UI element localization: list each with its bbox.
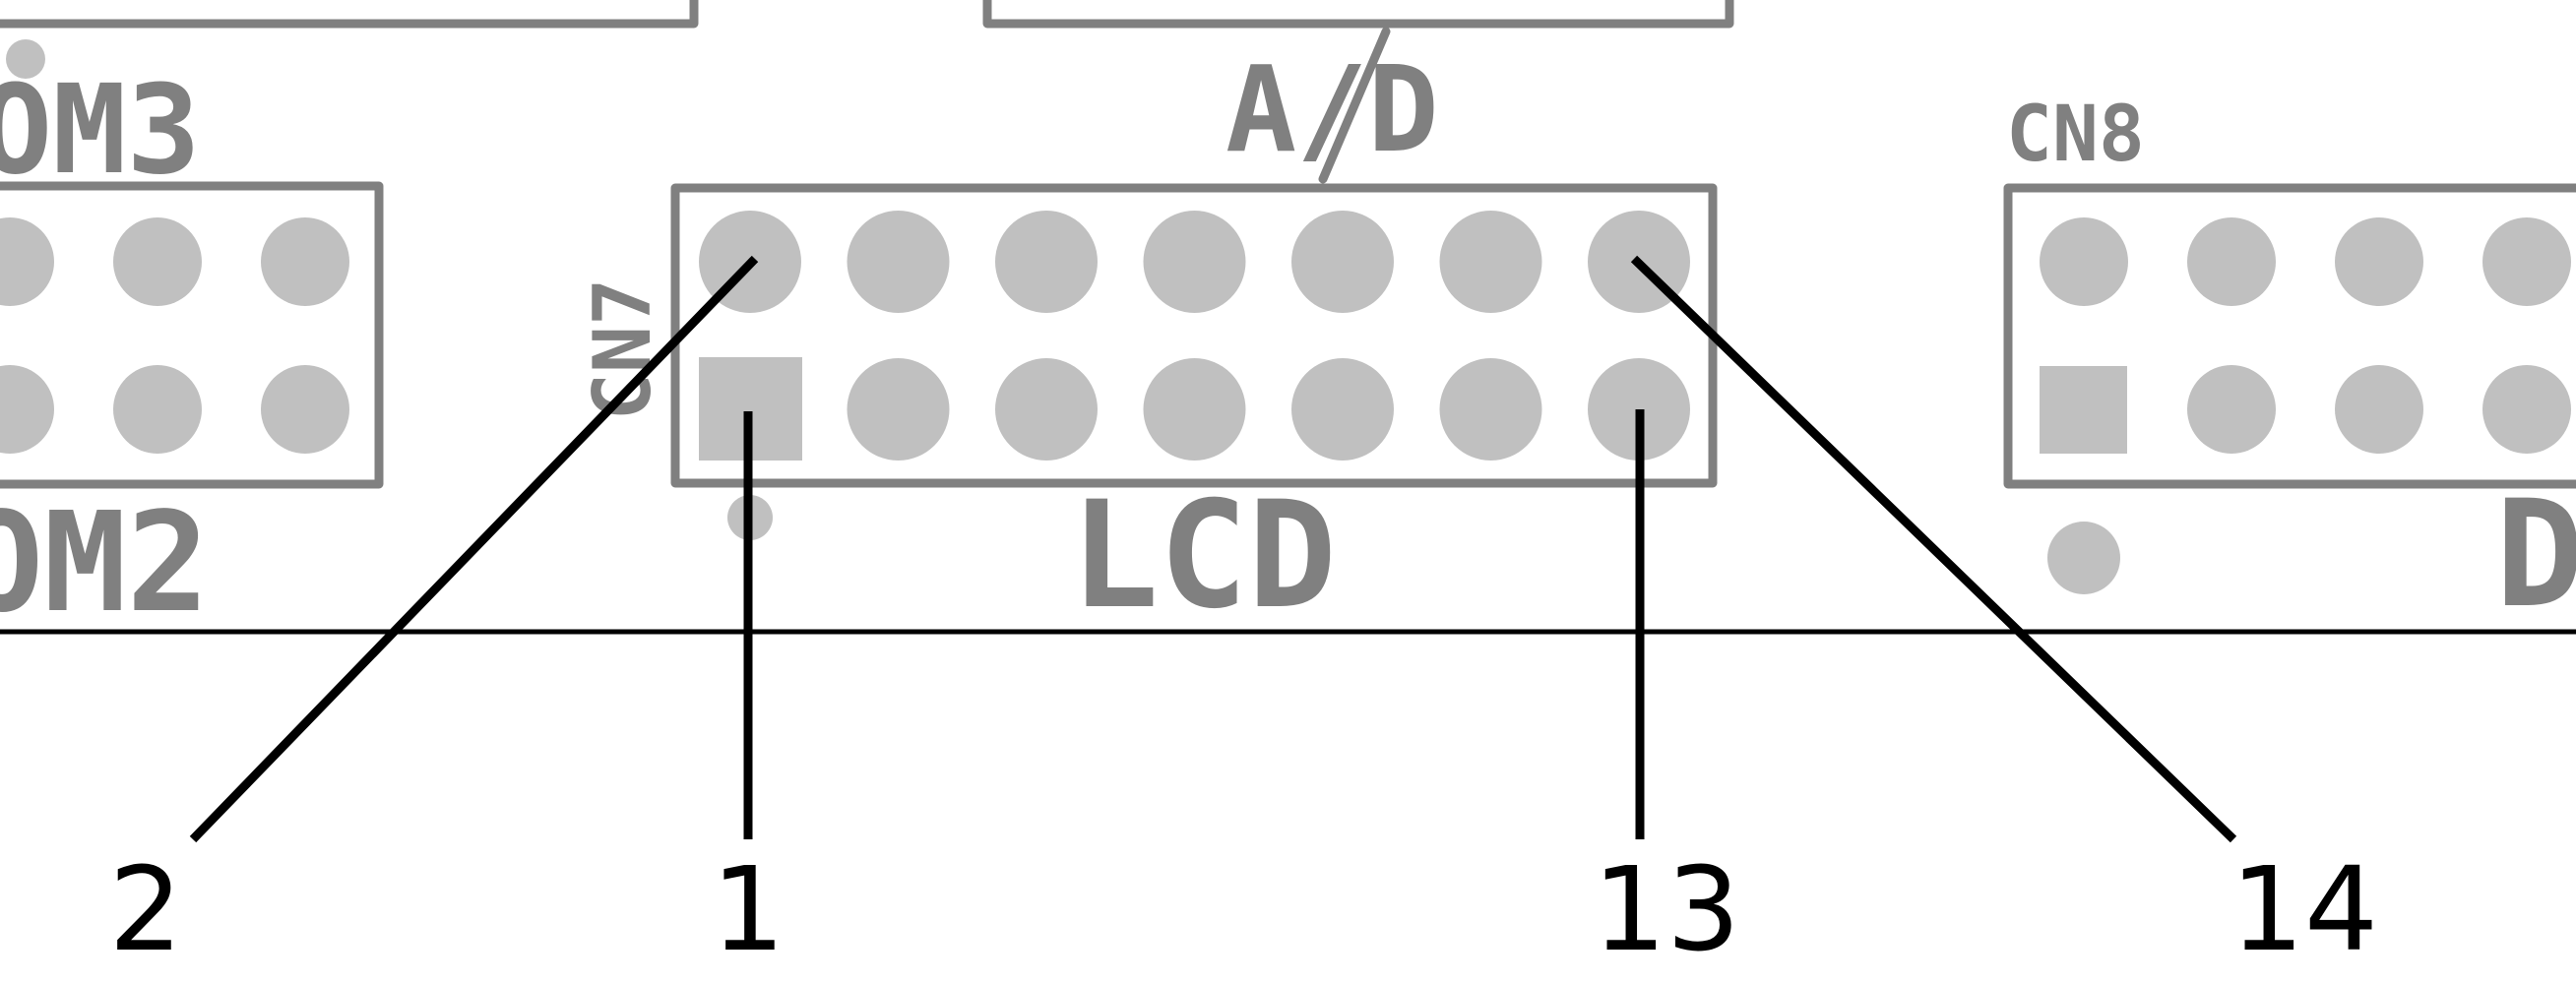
cn8-pad [2335,217,2423,306]
cn8-pin1-marker [2047,522,2120,594]
callout-pin13: 13 [1593,841,1740,977]
callout-pin14: 14 [2230,841,2378,977]
left-connector-top-label: OM3 [0,59,201,202]
cn7-pad [1291,211,1394,313]
ad-label: A/D [1225,42,1439,179]
cn8-pad [2187,217,2276,306]
cn7-pad [847,211,950,313]
leader-line-pin2 [189,255,759,843]
upper-center-outline [982,0,1734,29]
cn8-pad [2482,365,2571,454]
left-connector-bottom-label: OM2 [0,483,210,644]
left-pad [261,217,349,306]
cn7-pad [995,211,1098,313]
cn7-pad [1439,211,1542,313]
ad-pointer-line [1318,27,1391,184]
left-pad [113,217,202,306]
cn7-pad [995,358,1098,461]
cn7-function-label: LCD [1070,470,1337,642]
cn8-pad [2187,365,2276,454]
cn8-function-label: D [2495,469,2576,641]
left-connector-outline [0,181,384,489]
cn7-pad [1439,358,1542,461]
left-pad [0,217,54,306]
leader-line-pin14 [1630,255,2237,843]
left-pad [113,365,202,454]
cn8-pad [2040,217,2128,306]
left-small-pad [6,39,45,79]
cn8-pad [2482,217,2571,306]
cn7-pad [1143,358,1246,461]
left-pad [0,365,54,454]
left-pad [261,365,349,454]
upper-left-outline [0,0,699,29]
callout-pin1: 1 [711,841,785,977]
cn8-connector-outline [2003,183,2576,489]
cn7-pad [1143,211,1246,313]
cn7-pad [1291,358,1394,461]
cn8-designator: CN8 [2006,91,2145,179]
cn8-pin1-square-pad [2040,366,2127,454]
callout-pin2: 2 [108,841,182,977]
cn7-pad [847,358,950,461]
cn8-pad [2335,365,2423,454]
